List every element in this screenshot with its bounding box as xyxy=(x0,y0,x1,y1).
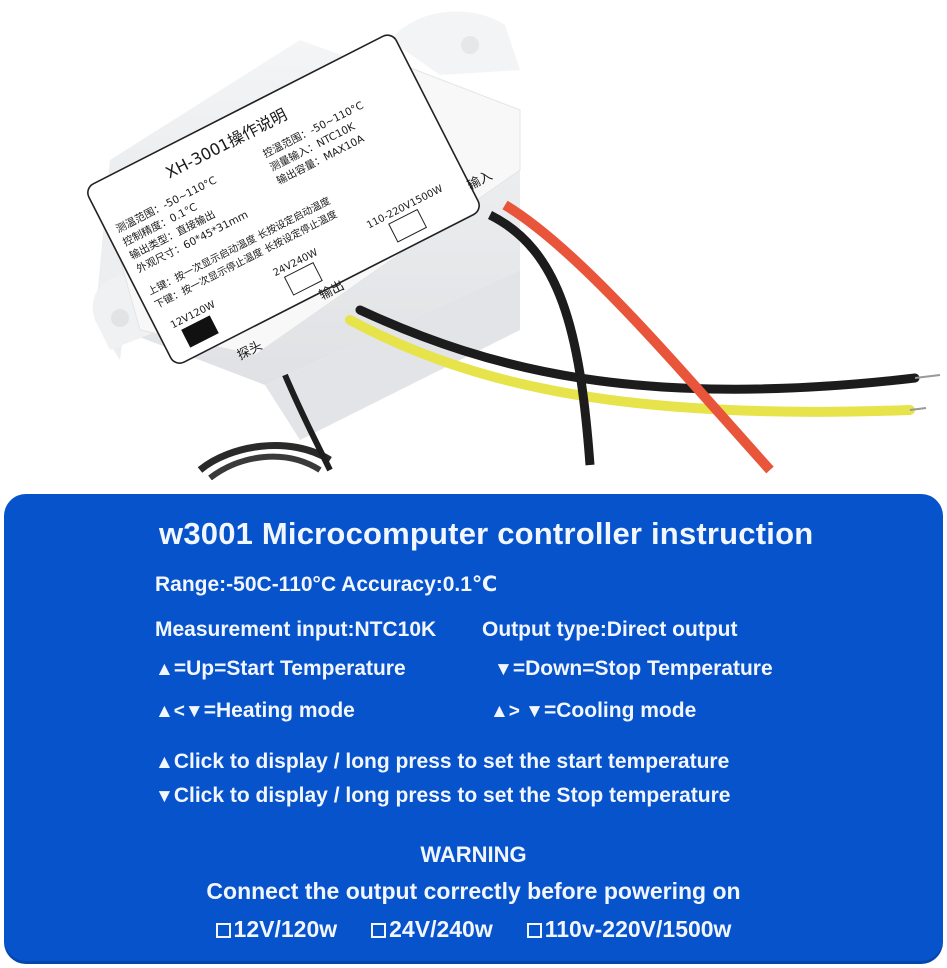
down-key-instruction: ▼Click to display / long press to set th… xyxy=(155,784,730,808)
warning-title: WARNING xyxy=(420,842,527,867)
option-24v: 24V/240w xyxy=(371,916,493,943)
product-photo: XH-3001操作说明 测温范围：-50~110°C 控制精度：0.1°C 输出… xyxy=(0,0,947,480)
spec-label xyxy=(87,34,480,364)
option-12v: 12V/120w xyxy=(215,916,338,943)
checkbox-12v-checked xyxy=(181,315,219,348)
up-triangle-icon: ▲ xyxy=(155,752,174,773)
probe-wire xyxy=(282,373,333,472)
mounting-ear-top xyxy=(390,11,520,75)
output-type-text: Output type:Direct output xyxy=(482,618,738,641)
checkbox-icon xyxy=(215,923,231,938)
option-12v-label: 12V/120w xyxy=(233,916,338,942)
up-key-text: Click to display / long press to set the… xyxy=(173,750,730,773)
up-less-than-down-icon: ▲<▼ xyxy=(155,701,204,722)
up-start-temperature: ▲=Up=Start Temperature xyxy=(155,657,406,681)
heating-mode: ▲<▼=Heating mode xyxy=(155,699,355,723)
option-110v-220v: 110v-220V/1500w xyxy=(526,916,732,943)
warning-text: Connect the output correctly before powe… xyxy=(206,878,741,904)
panel-title: w3001 Microcomputer controller instructi… xyxy=(159,516,814,551)
cooling-mode-text: =Cooling mode xyxy=(544,699,697,722)
up-key-instruction: ▲Click to display / long press to set th… xyxy=(155,750,729,774)
instruction-panel: w3001 Microcomputer controller instructi… xyxy=(4,494,943,964)
voltage-options: 12V/120w 24V/240w 110v-220V/1500w xyxy=(4,916,943,943)
down-stop-temperature: ▼=Down=Stop Temperature xyxy=(494,657,773,681)
up-triangle-icon: ▲ xyxy=(155,659,174,680)
down-stop-text: =Down=Stop Temperature xyxy=(512,657,773,680)
down-key-text: Click to display / long press to set the… xyxy=(173,784,731,807)
heating-mode-text: =Heating mode xyxy=(203,699,355,722)
option-110v-220v-label: 110v-220V/1500w xyxy=(544,916,732,942)
checkbox-icon xyxy=(371,923,387,938)
black-input-wire xyxy=(487,210,595,466)
cooling-mode: ▲> ▼=Cooling mode xyxy=(490,699,696,723)
checkbox-110v xyxy=(388,208,428,243)
range-accuracy-text: Range:-50C-110°C Accuracy:0.1℃ xyxy=(155,573,498,596)
up-start-text: =Up=Start Temperature xyxy=(173,657,406,680)
down-triangle-icon: ▼ xyxy=(155,786,174,807)
down-triangle-icon: ▼ xyxy=(494,659,513,680)
up-greater-than-down-icon: ▲> ▼ xyxy=(490,701,544,722)
measurement-input-text: Measurement input:NTC10K xyxy=(155,618,437,641)
checkbox-icon xyxy=(526,923,542,938)
option-24v-label: 24V/240w xyxy=(389,916,493,942)
thermostat-device-illustration: XH-3001操作说明 测温范围：-50~110°C 控制精度：0.1°C 输出… xyxy=(87,11,941,480)
checkbox-24v xyxy=(283,261,323,296)
yellow-wire xyxy=(345,315,915,417)
red-wire xyxy=(502,200,774,474)
